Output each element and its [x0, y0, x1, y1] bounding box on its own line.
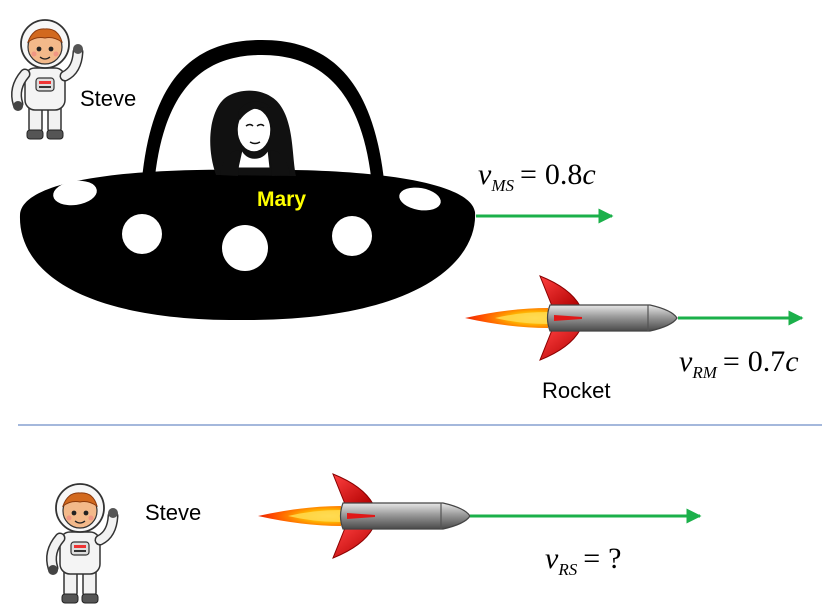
steve-label-top: Steve	[80, 86, 136, 111]
porthole	[332, 216, 372, 256]
rocket-label: Rocket	[542, 378, 610, 403]
porthole	[399, 187, 441, 211]
flying-saucer-icon	[19, 40, 476, 321]
velocity-label-rm: vRM=0.7c	[679, 345, 799, 382]
mary-label: Mary	[257, 188, 306, 211]
porthole	[222, 225, 268, 271]
velocity-label-ms: vMS=0.8c	[478, 158, 596, 195]
rocket-bottom-icon	[257, 473, 471, 559]
steve-astronaut-bottom-icon	[48, 484, 118, 603]
steve-label-bottom: Steve	[145, 500, 201, 525]
velocity-label-rs: vRS=?	[545, 542, 621, 579]
rocket-top-icon	[464, 275, 678, 361]
porthole	[53, 180, 97, 206]
porthole	[122, 214, 162, 254]
steve-astronaut-top-icon	[13, 20, 83, 139]
mary-portrait-icon	[210, 90, 296, 176]
